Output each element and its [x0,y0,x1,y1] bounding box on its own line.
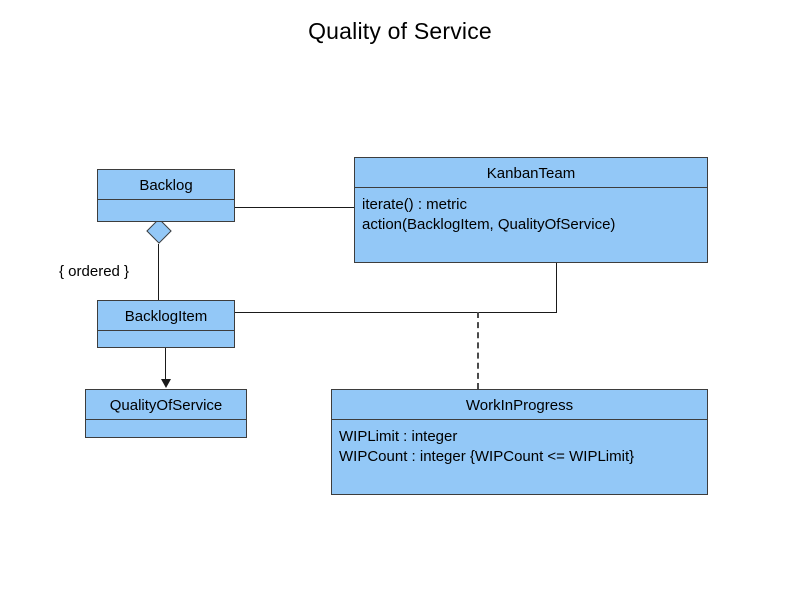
class-member: WIPCount : integer {WIPCount <= WIPLimit… [339,448,635,465]
class-member: WIPLimit : integer [339,428,458,445]
class-members-qualityofservice [86,420,246,437]
edge-label-ordered: { ordered } [59,263,130,280]
class-name-kanbanteam: KanbanTeam [355,158,707,188]
page-title: Quality of Service [308,18,492,44]
arrowhead-down-icon [161,379,171,388]
class-name-qualityofservice: QualityOfService [86,390,246,420]
edge-backlogitem-kanbanteam-riser [556,262,557,313]
class-name-workinprogress: WorkInProgress [332,390,707,420]
class-box-backlogitem[interactable]: BacklogItem [97,300,235,348]
class-members-backlogitem [98,331,234,347]
edge-dependency-workinprogress-dashed [477,312,479,389]
class-members-kanbanteam: iterate() : metric action(BacklogItem, Q… [355,188,707,262]
class-members-workinprogress: WIPLimit : integer WIPCount : integer {W… [332,420,707,494]
class-members-backlog [98,200,234,221]
edge-backlogitem-kanbanteam-horizontal [234,312,557,313]
class-box-qualityofservice[interactable]: QualityOfService [85,389,247,438]
aggregation-diamond-icon [146,218,172,244]
edge-backlogitem-qualityofservice [165,348,166,382]
class-name-backlog: Backlog [98,170,234,200]
edge-backlog-backlogitem-aggregation [158,244,159,301]
class-name-backlogitem: BacklogItem [98,301,234,331]
class-box-backlog[interactable]: Backlog [97,169,235,222]
edge-backlog-kanbanteam [234,207,355,208]
class-box-workinprogress[interactable]: WorkInProgress WIPLimit : integer WIPCou… [331,389,708,495]
class-member: iterate() : metric [362,196,468,213]
class-box-kanbanteam[interactable]: KanbanTeam iterate() : metric action(Bac… [354,157,708,263]
class-member: action(BacklogItem, QualityOfService) [362,216,616,233]
